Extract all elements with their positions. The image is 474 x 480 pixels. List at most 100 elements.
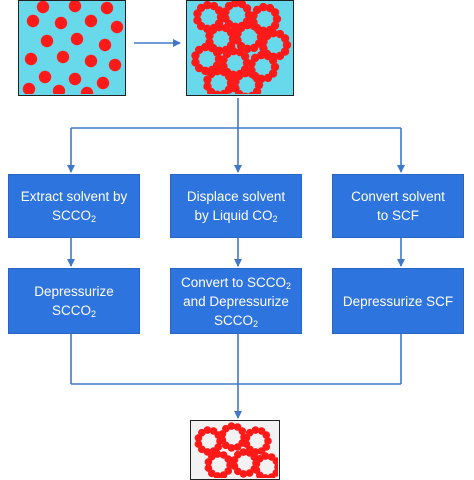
particle: [38, 70, 52, 84]
network-particle: [203, 1, 212, 10]
network-particle: [213, 450, 222, 458]
particle: [22, 82, 36, 94]
network-particle: [212, 48, 222, 57]
network-particle: [282, 40, 292, 50]
network-particle: [203, 426, 212, 434]
network-particle: [269, 28, 278, 38]
network-particle: [239, 448, 248, 456]
network-particle: [261, 452, 270, 460]
step-text-line: Convert solvent: [351, 187, 445, 206]
network-particle: [252, 74, 262, 83]
network-particle: [259, 2, 268, 12]
network-particle: [238, 427, 247, 435]
network-particle: [264, 437, 272, 445]
network-particle: [229, 46, 238, 56]
network-particle: [251, 426, 260, 434]
subscript: 2: [91, 309, 97, 319]
network-particle: [242, 4, 252, 13]
step-depressurize-scf: Depressurize SCF: [332, 268, 464, 334]
network-particle: [231, 84, 240, 93]
text-segment: to SCF: [376, 208, 419, 223]
step-text-line: to SCF: [377, 206, 419, 225]
particle: [100, 1, 114, 15]
text-segment: Convert to SCCO: [180, 274, 287, 290]
step-text-line: SCCO2: [52, 206, 96, 225]
gel-network-image: [191, 1, 292, 94]
aerogel-panel: [190, 420, 280, 480]
network-particle: [201, 42, 210, 52]
step-convert-solvent: Convert solvent to SCF: [332, 174, 464, 238]
particle: [98, 38, 112, 52]
connectors: [67, 39, 405, 419]
network-particle: [203, 82, 212, 91]
network-particle: [227, 422, 236, 430]
network-particle: [240, 52, 250, 61]
particle: [110, 20, 124, 34]
text-segment: Convert solvent: [351, 189, 445, 204]
particle: [68, 1, 82, 13]
network-particle: [221, 14, 230, 23]
network-particle: [257, 50, 266, 60]
text-segment: SCCO: [51, 303, 91, 318]
network-particle: [233, 443, 242, 451]
network-particle: [224, 455, 233, 463]
particle: [80, 86, 94, 94]
network-particle: [204, 464, 213, 472]
network-particle: [272, 457, 278, 465]
text-segment: Depressurize: [34, 284, 114, 299]
network-particle: [231, 1, 240, 8]
step-text-line: SCCO2: [52, 301, 96, 320]
network-particle: [213, 66, 222, 76]
network-particle: [268, 56, 278, 65]
particle: [24, 52, 38, 66]
network-particle: [248, 91, 256, 94]
subscript: 2: [286, 280, 292, 291]
step-text-line: Displace solvent: [187, 187, 285, 206]
network-particle: [241, 68, 250, 78]
particle: [84, 54, 98, 68]
text-segment: Depressurize SCF: [342, 293, 454, 309]
particle: [26, 14, 40, 28]
network-particle: [272, 14, 282, 24]
particle: [68, 72, 82, 86]
text-segment: Extract solvent by: [20, 189, 128, 204]
text-segment: SCCO: [213, 312, 253, 328]
network-particle: [263, 73, 273, 83]
network-particle: [252, 87, 262, 94]
network-particle: [193, 16, 202, 25]
dispersed-particles-image: [22, 1, 124, 94]
network-particle: [249, 43, 259, 53]
network-particle: [254, 80, 264, 90]
step-text-line: Depressurize SCF: [343, 292, 453, 311]
particle: [36, 1, 50, 14]
network-particle: [243, 20, 252, 30]
text-segment: by Liquid CO: [194, 208, 273, 223]
network-particle: [214, 6, 224, 15]
network-particle: [242, 92, 249, 94]
network-particle: [226, 28, 236, 37]
gel-network-panel: [186, 0, 294, 96]
subscript: 2: [253, 318, 259, 329]
network-particle: [280, 34, 290, 43]
text-segment: SCCO: [51, 208, 91, 223]
network-particle: [259, 44, 268, 53]
network-particle: [194, 440, 203, 448]
network-particle: [274, 463, 278, 471]
particle: [54, 16, 68, 30]
particle: [108, 58, 122, 72]
network-particle: [270, 62, 280, 72]
step-text-line: by Liquid CO2: [194, 206, 277, 225]
particle: [40, 34, 54, 48]
particle: [84, 14, 98, 28]
network-particle: [215, 22, 224, 32]
network-particle: [275, 51, 285, 61]
particle: [52, 84, 66, 94]
step-extract-solvent: Extract solvent by SCCO2: [8, 174, 140, 238]
aerogel-network-image: [194, 422, 278, 478]
step-text-line: Extract solvent by: [21, 187, 128, 206]
particle: [70, 32, 84, 46]
step-text-line: and Depressurize: [183, 292, 289, 311]
